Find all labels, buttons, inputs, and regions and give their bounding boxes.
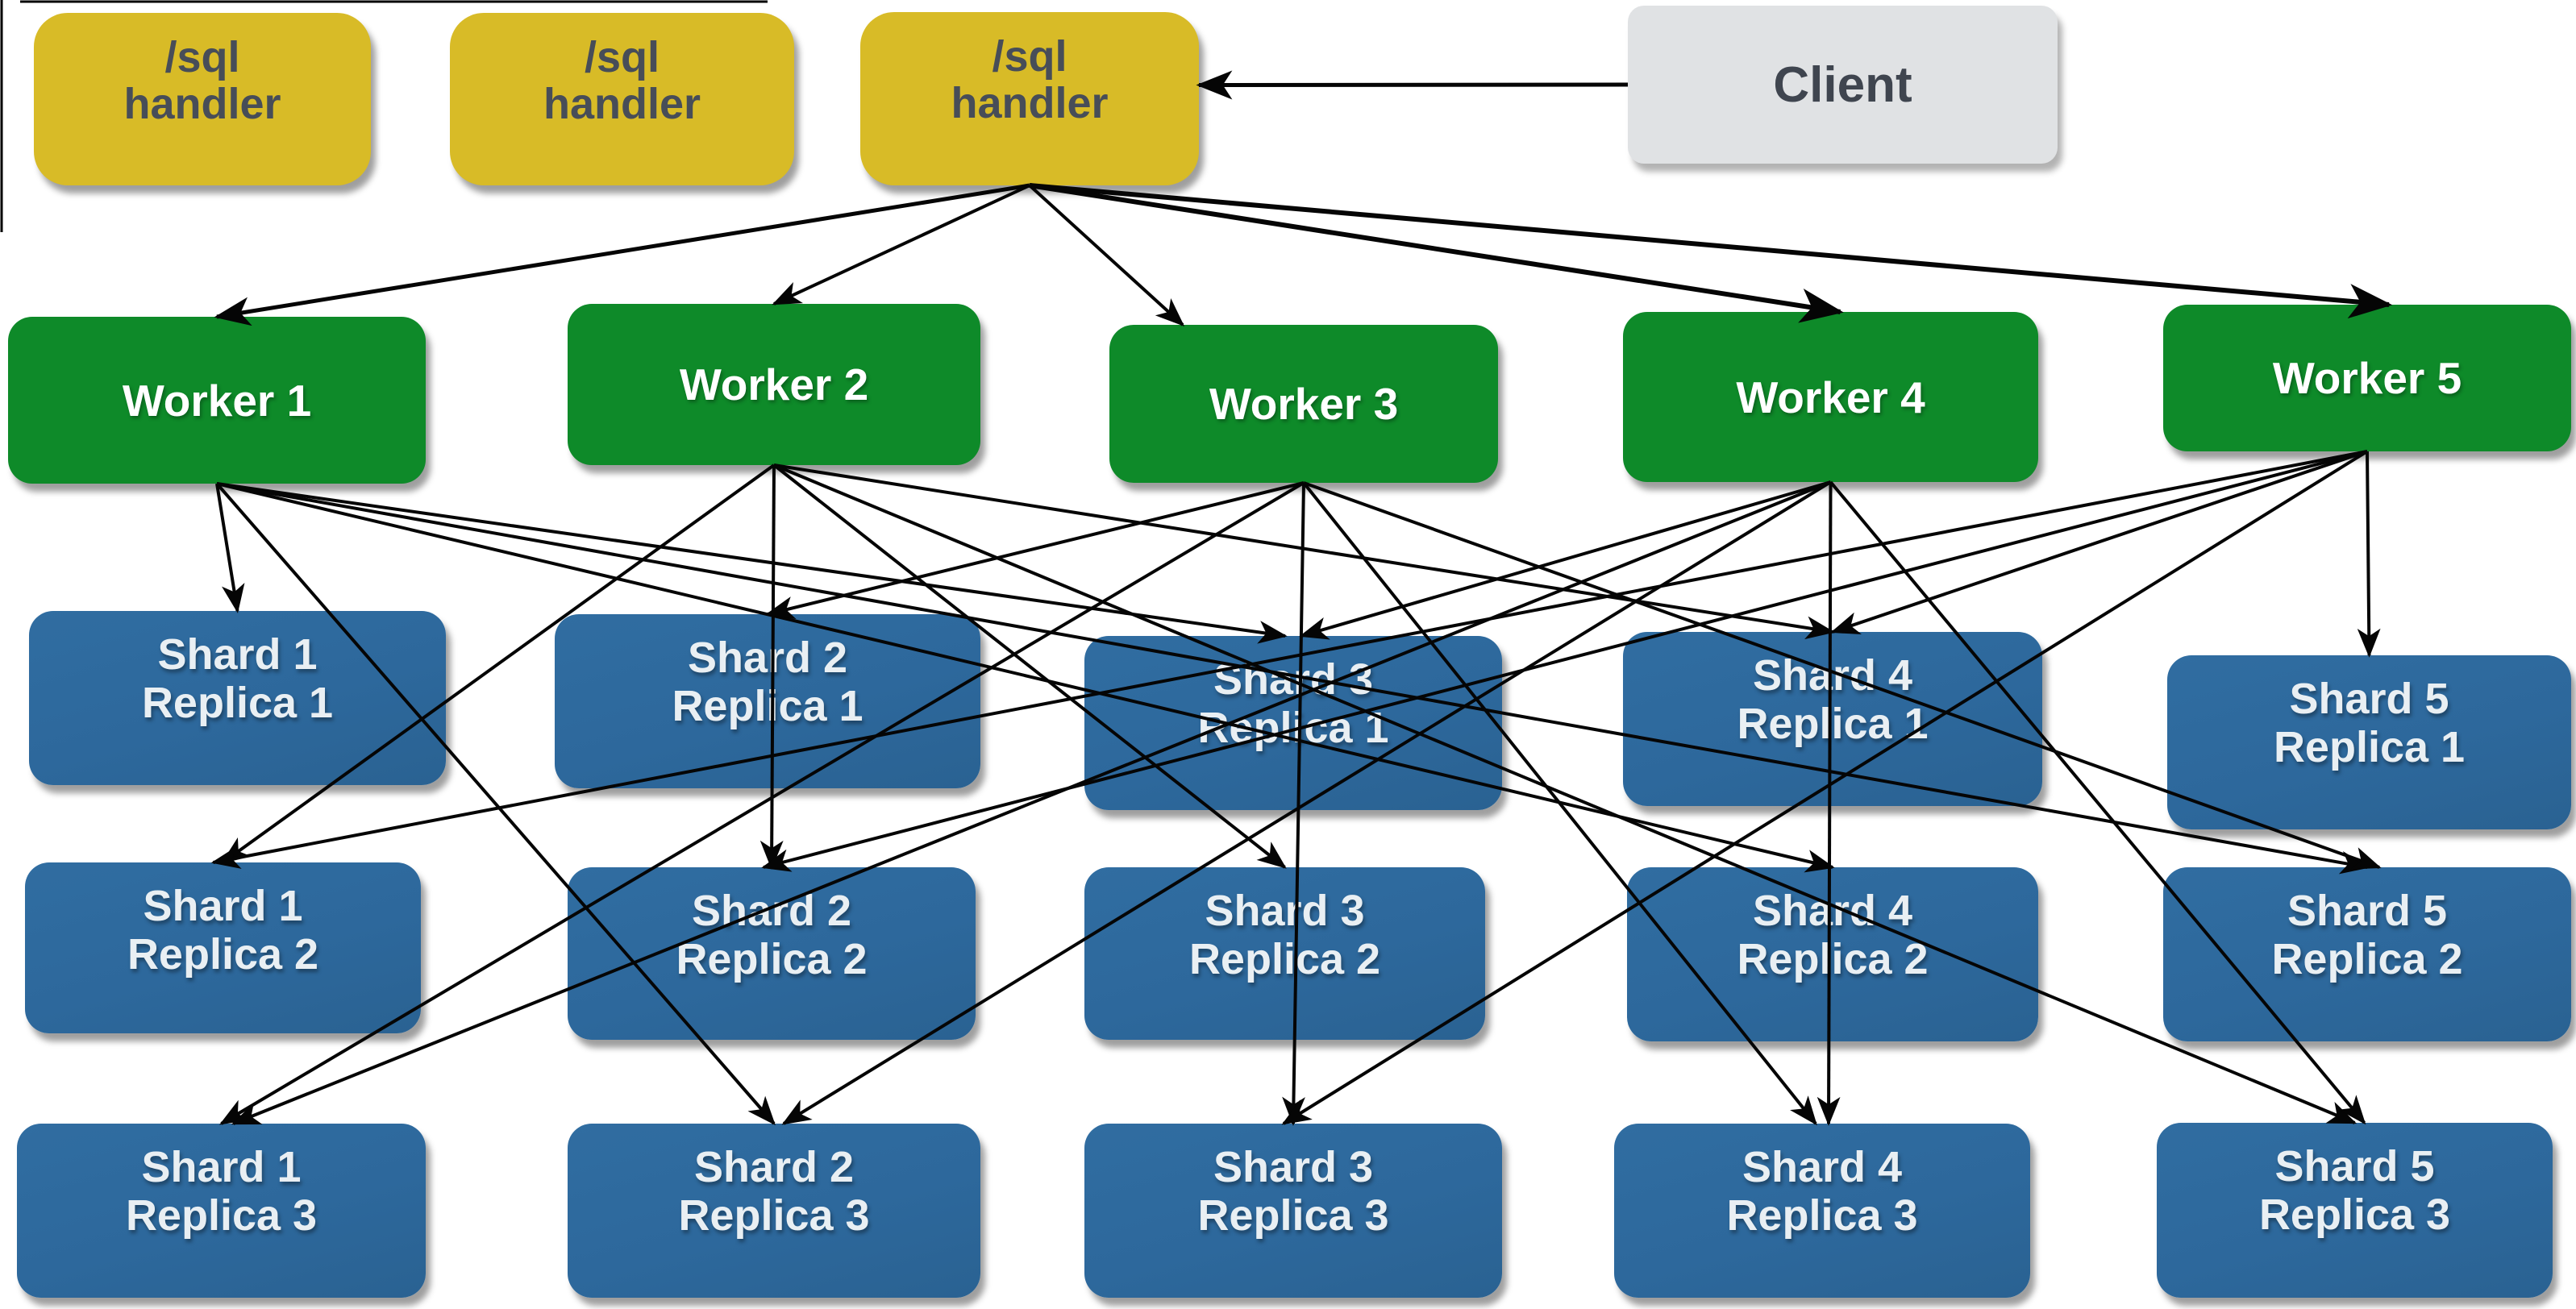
sql-handler-3-label: handler (951, 79, 1109, 127)
shard-3-replica-3-label: Replica 3 (1197, 1191, 1389, 1240)
shard-5-replica-1-label: Replica 1 (2273, 723, 2466, 771)
shard-1-replica-1-label: Replica 1 (141, 679, 334, 727)
shard-4-replica-3-label: Shard 4 (1742, 1143, 1903, 1191)
shard-3-replica-2-label: Shard 3 (1205, 887, 1365, 935)
shard-5-replica-1-label: Shard 5 (2289, 675, 2449, 723)
shard-3-replica-1-label: Shard 3 (1213, 655, 1374, 704)
edge-handler3-to-worker4 (1029, 183, 1844, 323)
sql-handler-2-label: /sql (584, 33, 660, 81)
worker-3-label: Worker 3 (1209, 379, 1399, 429)
sql-handler-3-label: /sql (992, 32, 1067, 81)
shard-1-replica-3-label: Replica 3 (125, 1191, 318, 1240)
sql-handler-2-label: handler (543, 80, 701, 128)
shard-1-replica-2-label: Replica 2 (127, 930, 319, 979)
shard-5-replica-3-label: Replica 3 (2258, 1191, 2451, 1239)
worker-1-label: Worker 1 (122, 375, 312, 426)
sql-handler-1-label: handler (123, 80, 281, 128)
shard-2-replica-3-label: Shard 2 (693, 1143, 855, 1191)
edge-handler3-to-worker5 (1029, 183, 2393, 319)
worker-5-box: Worker 5 (2163, 305, 2571, 451)
shard-1-replica-2-label: Shard 1 (143, 882, 303, 930)
shard-1-replica-1-label: Shard 1 (157, 630, 318, 679)
client-label: Client (1773, 56, 1912, 113)
edge-worker3-to-s2r1 (765, 481, 1305, 620)
shard-5-replica-2-label: Replica 2 (2271, 935, 2463, 983)
edge-worker4-to-s3r1 (1299, 480, 1832, 640)
shard-4-replica-2-label: Shard 4 (1752, 887, 1913, 935)
edge-handler3-to-worker2 (772, 184, 1030, 305)
worker-4-label: Worker 4 (1736, 372, 1925, 422)
shard-5-replica-2-label: Shard 5 (2287, 887, 2448, 935)
shard-4-replica-1-label: Shard 4 (1752, 651, 1913, 700)
shard-2-replica-2-label: Shard 2 (691, 887, 852, 935)
shard-4-replica-3-label: Replica 3 (1726, 1191, 1918, 1240)
shard-3-replica-1-label: Replica 1 (1197, 704, 1389, 752)
shard-4-replica-2-label: Replica 2 (1737, 935, 1929, 983)
edge-worker2-to-s4r1 (773, 463, 1835, 640)
edge-worker2-to-s5r3 (773, 463, 2358, 1124)
edge-handler3-to-worker3 (1028, 184, 1185, 326)
shard-2-replica-1-label: Shard 2 (687, 634, 848, 682)
sql-handler-1-label: /sql (164, 33, 240, 81)
shard-1-replica-3-label: Shard 1 (141, 1143, 302, 1191)
edge-handler3-to-worker1 (214, 183, 1030, 326)
shard-5-replica-3-label: Shard 5 (2274, 1142, 2435, 1191)
worker-4-box: Worker 4 (1623, 312, 2038, 482)
shard-4-replica-1-label: Replica 1 (1737, 700, 1929, 748)
shard-2-replica-2-label: Replica 2 (676, 935, 868, 983)
edge-worker1-to-s1r1 (215, 483, 245, 613)
worker-1-box: Worker 1 (8, 317, 426, 484)
shard-3-replica-2-label: Replica 2 (1188, 935, 1381, 983)
shard-2-replica-3-label: Replica 3 (678, 1191, 870, 1240)
edge-worker5-to-s5r1 (2357, 451, 2381, 658)
worker-2-label: Worker 2 (679, 359, 869, 409)
shard-2-replica-1-label: Replica 1 (672, 682, 864, 730)
edge-worker5-to-s2r2 (761, 450, 2368, 872)
client-box: Client (1628, 6, 2058, 164)
worker-2-box: Worker 2 (568, 304, 980, 465)
worker-5-label: Worker 5 (2272, 353, 2462, 403)
shard-3-replica-3-label: Shard 3 (1213, 1143, 1374, 1191)
worker-3-box: Worker 3 (1109, 325, 1498, 483)
edge-worker4-to-s1r3 (231, 480, 1832, 1125)
edge-worker1-to-s4r2 (216, 482, 1835, 873)
